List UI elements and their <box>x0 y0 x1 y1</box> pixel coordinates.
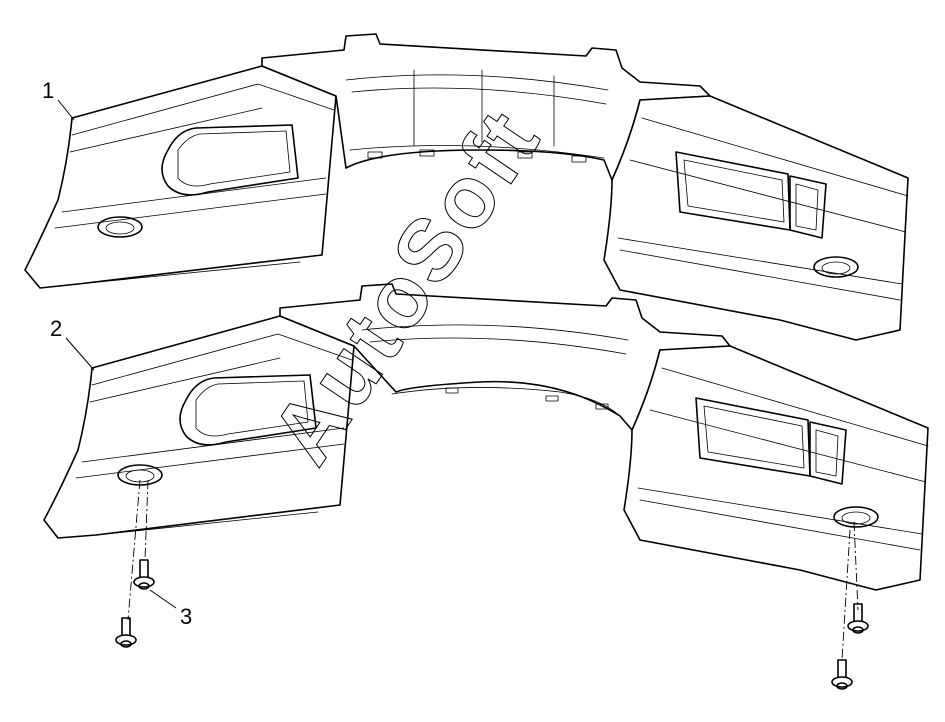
upper-trim-panel <box>24 33 909 341</box>
callout-1: 1 <box>42 78 54 103</box>
lower-trim-panel <box>43 283 929 591</box>
fasteners <box>115 479 869 690</box>
leader-2 <box>65 337 95 371</box>
callout-3: 3 <box>180 604 192 629</box>
callout-2: 2 <box>50 316 62 341</box>
lower-center-bridge <box>279 283 731 431</box>
lower-left-wing <box>43 315 355 539</box>
leader-3 <box>149 589 177 609</box>
screw-right-upper <box>847 603 869 634</box>
upper-right-wing <box>603 95 909 341</box>
screw-left-lower <box>115 617 137 648</box>
upper-left-wing <box>24 65 337 289</box>
screw-right-lower <box>831 659 853 690</box>
lower-right-wing <box>623 345 929 591</box>
screw-left-upper <box>133 559 155 590</box>
upper-center-bridge <box>261 33 711 181</box>
leader-1 <box>57 99 75 121</box>
